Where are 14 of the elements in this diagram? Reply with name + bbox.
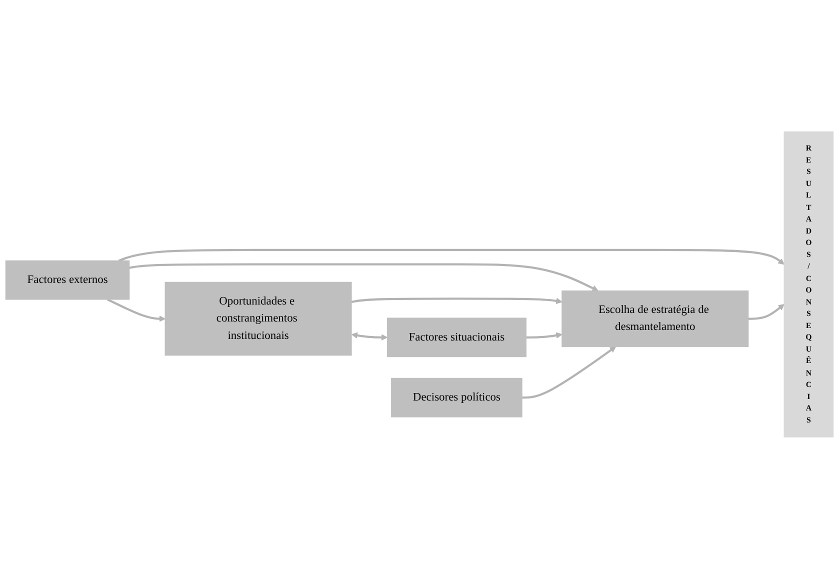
arrow — [129, 263, 598, 292]
arrow — [748, 304, 784, 320]
node-box — [386, 318, 526, 358]
arrow — [106, 298, 166, 322]
arrow — [118, 249, 784, 265]
arrow — [522, 346, 616, 399]
node-box — [784, 132, 834, 438]
arrow — [526, 332, 562, 339]
node-box — [562, 290, 749, 348]
node-box — [164, 282, 352, 356]
arrow — [351, 332, 388, 341]
arrow — [351, 298, 562, 304]
node-box — [391, 378, 522, 418]
node-box — [5, 260, 130, 300]
